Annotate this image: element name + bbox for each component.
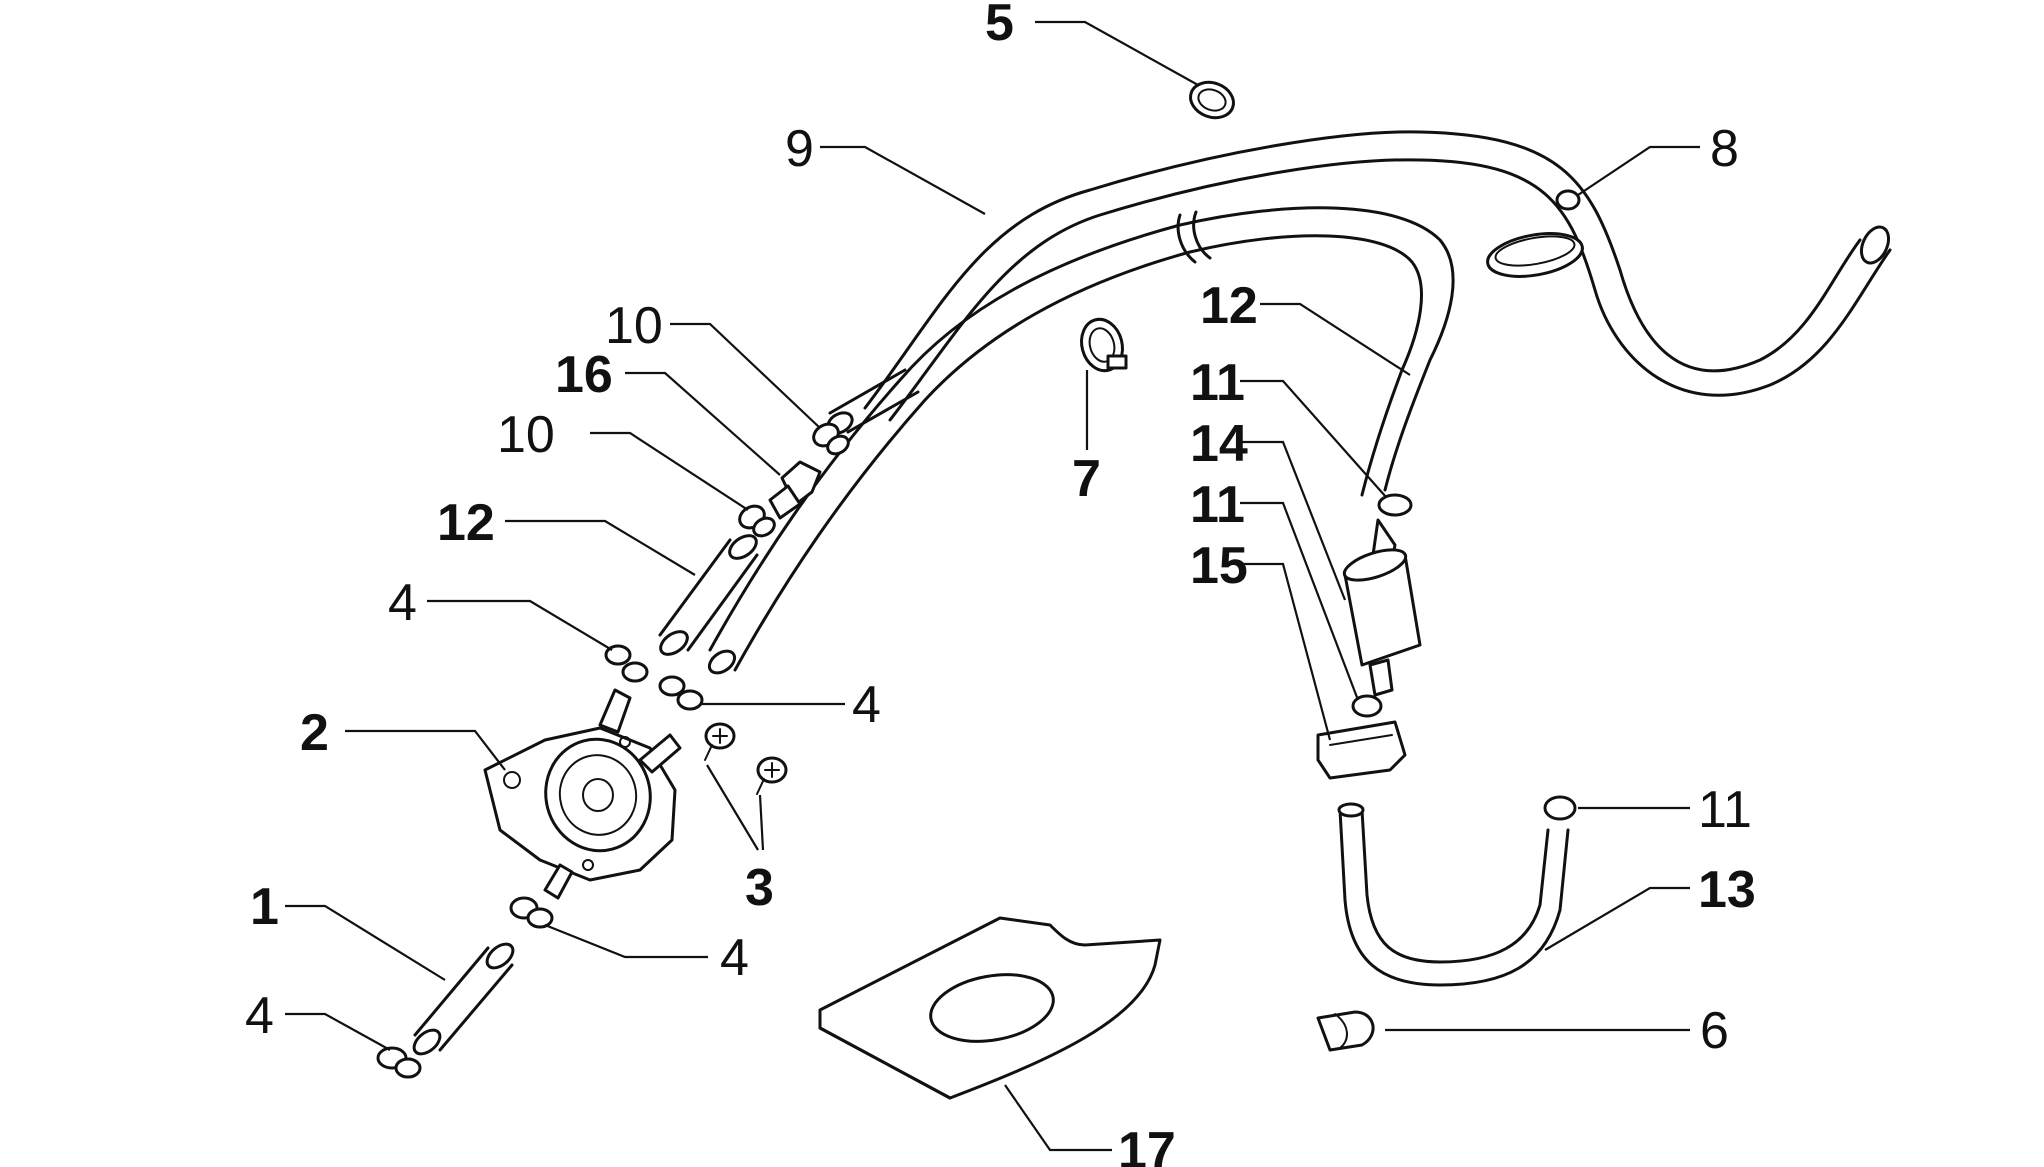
callout-c14: 14 xyxy=(1190,415,1248,473)
callout-c4d: 4 xyxy=(245,987,274,1045)
callout-c10b: 10 xyxy=(497,406,555,464)
callout-c15: 15 xyxy=(1190,537,1248,595)
gasket-17 xyxy=(818,916,1162,1100)
clamp-4-lower xyxy=(509,896,554,929)
callout-c11c: 11 xyxy=(1698,781,1752,839)
callout-c17: 17 xyxy=(1118,1122,1176,1167)
clamp-4-bottom xyxy=(376,1046,422,1079)
fitting-15 xyxy=(1316,720,1407,780)
clamp-10-lower xyxy=(738,504,776,538)
band-clamp-8 xyxy=(1486,189,1584,278)
callout-c4a: 4 xyxy=(388,574,417,632)
callout-c5: 5 xyxy=(985,0,1014,52)
fuel-pump-2 xyxy=(483,688,682,900)
screws-3 xyxy=(704,722,788,795)
clamp-5 xyxy=(1189,80,1235,120)
callout-c6: 6 xyxy=(1700,1002,1729,1060)
hose-1 xyxy=(412,942,515,1056)
callout-c11a: 11 xyxy=(1190,354,1245,412)
callout-c8: 8 xyxy=(1710,120,1739,178)
leader-lines xyxy=(285,20,1700,1152)
callout-c16: 16 xyxy=(555,346,613,404)
callout-c11b: 11 xyxy=(1190,476,1245,534)
hose-12-left xyxy=(658,534,759,656)
fuel-filter-14 xyxy=(1342,493,1422,697)
clamp-11-middle xyxy=(1351,694,1383,718)
callout-c3: 3 xyxy=(745,859,774,917)
clamp-7 xyxy=(1080,317,1128,373)
callout-c12a: 12 xyxy=(1200,277,1258,335)
callout-c2: 2 xyxy=(300,704,329,762)
clip-6 xyxy=(1316,1010,1375,1052)
callout-c12b: 12 xyxy=(437,494,495,552)
callout-c9: 9 xyxy=(785,120,814,178)
callout-c10a: 10 xyxy=(605,297,663,355)
connector-16 xyxy=(768,460,822,520)
hose-9 xyxy=(863,130,1892,422)
clamp-4-upper-left xyxy=(604,644,649,683)
callout-c13: 13 xyxy=(1698,861,1756,919)
callout-c4c: 4 xyxy=(720,929,749,987)
clamp-4-upper-right xyxy=(658,675,704,711)
callout-c7: 7 xyxy=(1072,450,1101,508)
callout-c4b: 4 xyxy=(852,676,881,734)
callout-c1: 1 xyxy=(250,878,279,936)
clamp-10-upper xyxy=(812,422,850,456)
hose-13 xyxy=(1337,795,1577,987)
